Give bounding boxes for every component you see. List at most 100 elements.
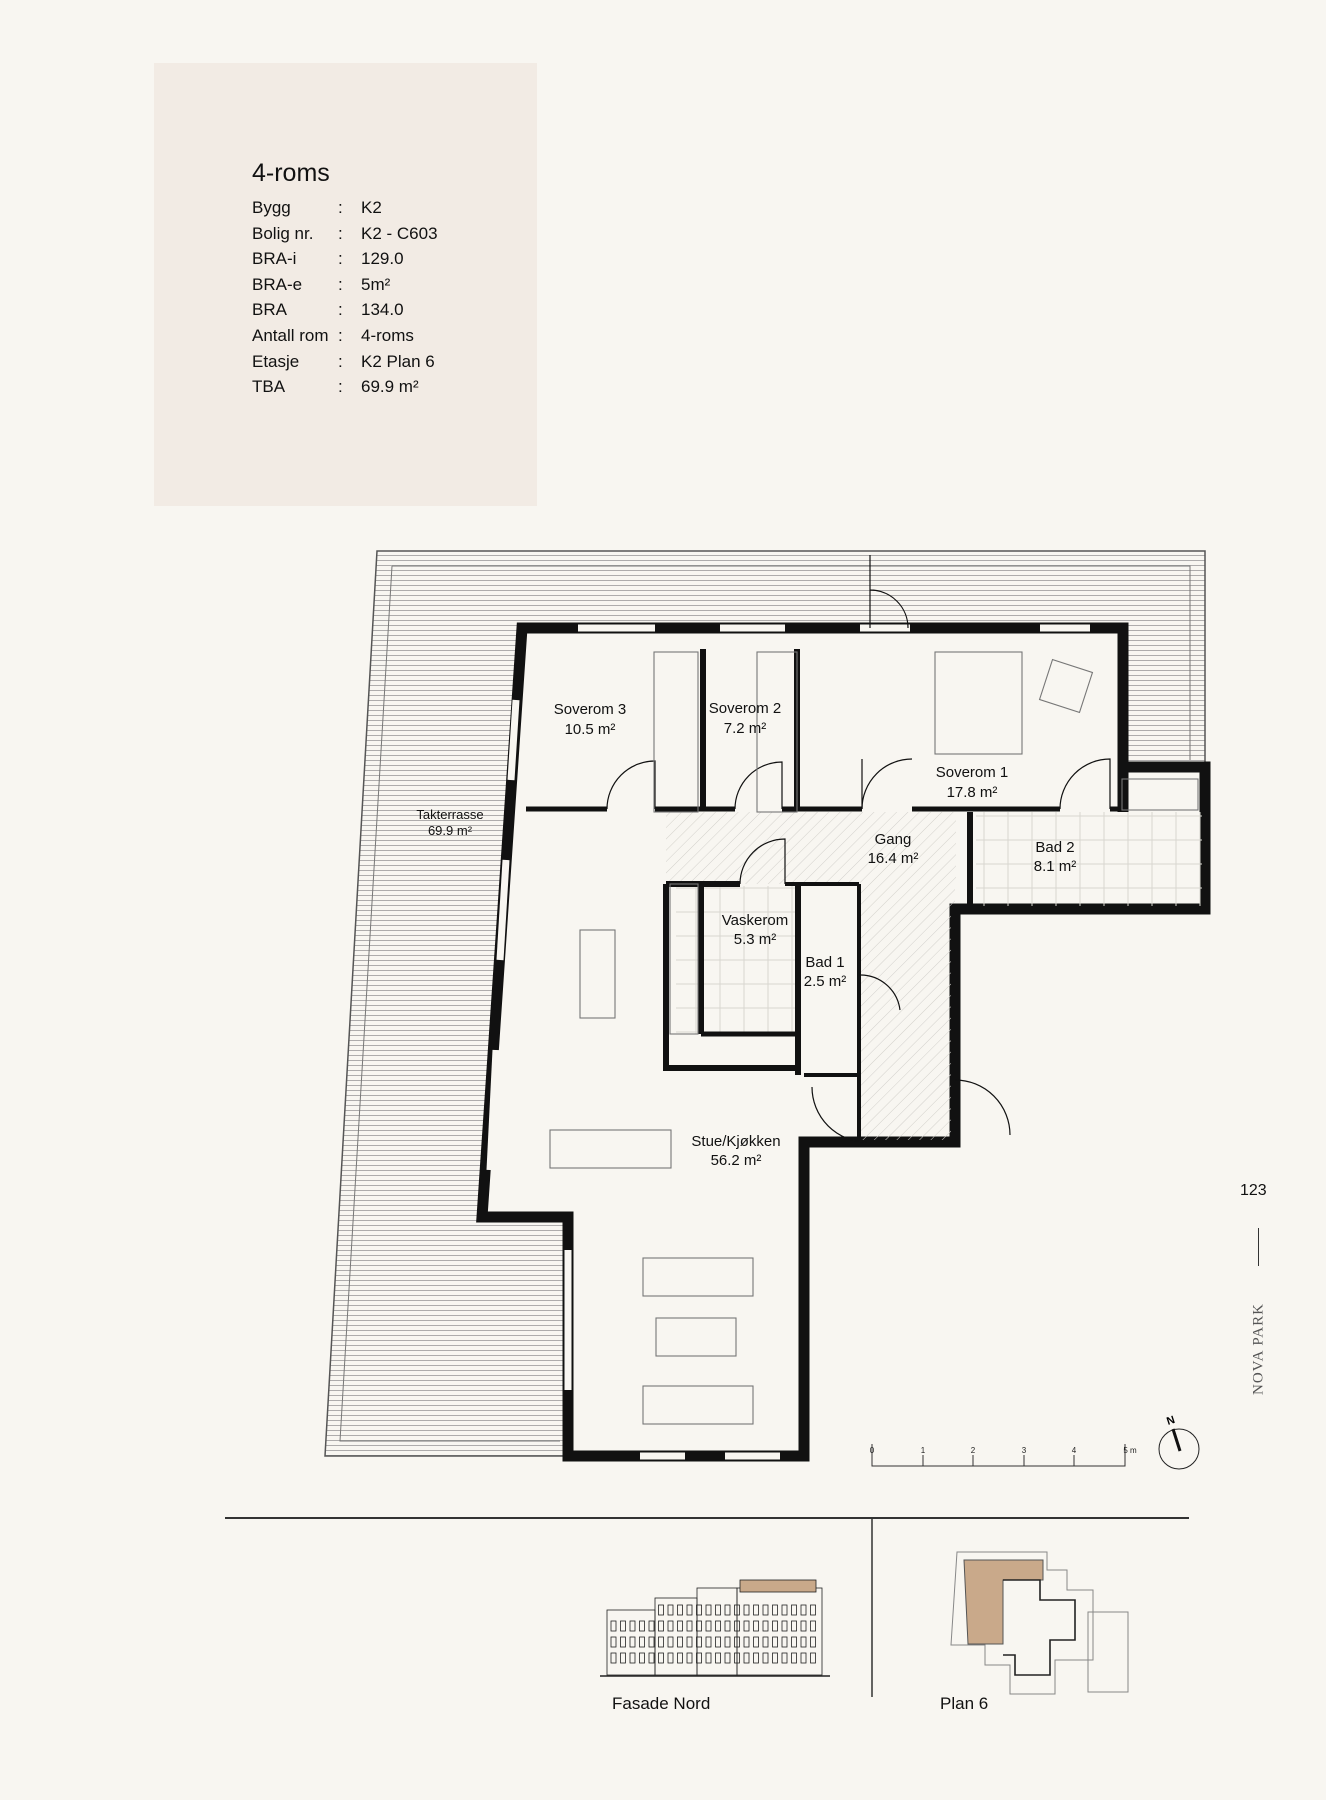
room-area-gang: 16.4 m² [868,850,919,867]
facade-window [734,1604,740,1616]
room-area-soverom-3: 10.5 m² [565,721,616,738]
facade-window [639,1636,645,1648]
facade-window [743,1604,750,1616]
facade-window [648,1652,655,1664]
room-area-bad-2: 8.1 m² [1034,858,1077,875]
armchair [1038,658,1094,714]
room-name-bad-1: Bad 1 [805,954,844,971]
facade-window [658,1652,664,1664]
room-name-vaskerom: Vaskerom [722,912,788,929]
facade-window [696,1636,702,1648]
facade-window [800,1620,807,1632]
sofa [642,1257,754,1297]
double-bed [934,651,1023,755]
room-area-takterrasse: 69.9 m² [428,823,473,838]
facade-window [734,1652,740,1664]
room-name-soverom-3: Soverom 3 [554,701,627,718]
info-row: Bygg:K2 [252,198,512,224]
facade-window [724,1620,731,1632]
facade-window [734,1636,740,1648]
page-number: 123 [1240,1182,1267,1199]
bed [756,651,798,813]
facade-window [810,1636,816,1648]
facade-window [810,1620,816,1632]
scale-tick-label: 3 [1022,1446,1027,1455]
facade-window [686,1604,693,1616]
doors [606,555,1111,1143]
facade-window [648,1636,655,1648]
facade-window [658,1620,664,1632]
plan-caption: Plan 6 [940,1694,989,1713]
facade-window [762,1636,769,1648]
room-name-gang: Gang [875,831,912,848]
info-value: 4-roms [361,325,414,345]
facade-window [610,1652,617,1664]
facade-window [696,1652,702,1664]
facade-window [800,1636,807,1648]
room-name-soverom-1: Soverom 1 [936,764,1009,781]
facade-window [677,1604,683,1616]
info-value: K2 - C603 [361,223,438,243]
facade-window [762,1652,769,1664]
coffee-table [655,1317,737,1357]
north-label: N [1165,1414,1176,1428]
facade-window [724,1652,731,1664]
info-value: K2 [361,198,382,217]
kitchen-counter [669,883,699,1035]
facade-window [667,1636,674,1648]
scale-tick-label: 1 [921,1446,926,1455]
facade-window [743,1652,750,1664]
plan-thumbnail [950,1551,1129,1695]
facade-window [810,1604,816,1616]
facade-window [620,1620,626,1632]
facade-window [667,1604,674,1616]
scale-tick-label: 0 [870,1446,875,1455]
facade-thumbnail [600,1579,830,1677]
unit-info-panel: 4-roms Bygg:K2 Bolig nr.:K2 - C603 BRA-i… [154,63,537,506]
facade-window [753,1636,759,1648]
bed [653,651,699,813]
room-name-bad-2: Bad 2 [1035,839,1074,856]
info-label: BRA [252,300,287,320]
facade-window [791,1652,797,1664]
room-area-soverom-1: 17.8 m² [947,784,998,801]
facade-window [791,1620,797,1632]
room-name-stue: Stue/Kjøkken [691,1133,780,1150]
facade-window [781,1604,788,1616]
unit-info-table: Bygg:K2 Bolig nr.:K2 - C603 BRA-i:129.0 … [252,198,512,403]
scale-bar [871,1444,1126,1467]
room-area-vaskerom: 5.3 m² [734,931,777,948]
info-label: BRA-e [252,274,303,294]
facade-window [667,1620,674,1632]
facade-window [715,1636,721,1648]
facade-window [639,1652,645,1664]
divider [1258,1228,1259,1266]
info-row: Bolig nr.:K2 - C603 [252,224,512,250]
facade-window [629,1652,636,1664]
room-labels: Soverom 3 10.5 m² Soverom 2 7.2 m² Sover… [416,700,1076,1169]
facade-window [753,1604,759,1616]
info-sep: : [338,377,343,397]
scale-tick-label: 2 [971,1446,976,1455]
facade-window [620,1652,626,1664]
facade-window [696,1620,702,1632]
info-sep: : [338,223,343,243]
interior-walls [526,649,1129,1142]
sofa [642,1385,754,1425]
furniture [549,651,1199,1425]
facade-window [677,1652,683,1664]
info-row: Etasje:K2 Plan 6 [252,352,512,378]
apartment-outline [476,622,1211,1462]
facade-window [800,1652,807,1664]
room-area-stue: 56.2 m² [711,1152,762,1169]
scale-tick-label: 4 [1072,1446,1077,1455]
facade-window [610,1620,617,1632]
info-label: TBA [252,377,286,397]
facade-window [648,1620,655,1632]
info-value: 129.0 [361,249,404,269]
info-value: 134.0 [361,300,404,320]
facade-window [772,1652,778,1664]
facade-window [686,1636,693,1648]
info-row: BRA-i:129.0 [252,249,512,275]
north-arrow-icon: N [1158,1414,1200,1470]
